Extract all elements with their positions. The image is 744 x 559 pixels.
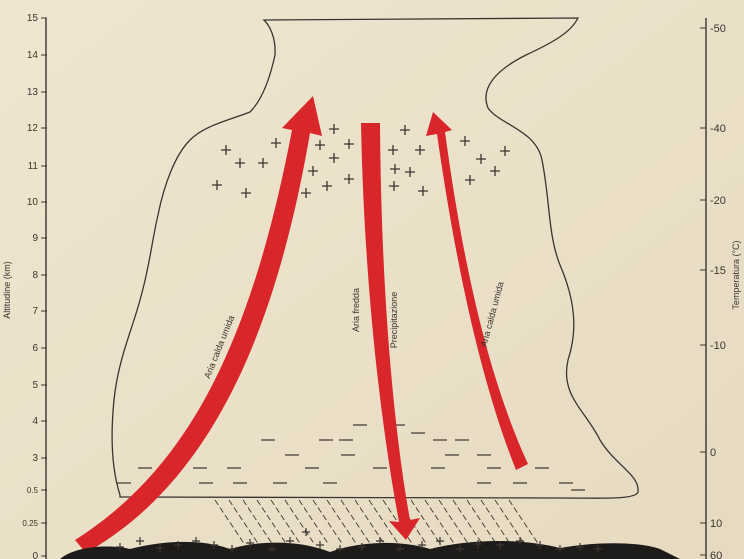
altitude-tick-label: 9 [32,233,38,244]
center-arrow-label-2: Precipitazione [389,292,399,349]
altitude-tick-label: 14 [27,50,39,61]
altitude-tick-label: 3 [32,453,38,464]
altitude-tick-label: 0.5 [27,486,39,495]
temperature-tick-label: -20 [710,195,726,207]
altitude-tick-label: 15 [27,13,39,24]
altitude-tick-label: 6 [32,343,38,354]
temperature-tick-label: 0 [710,447,716,459]
altitude-tick-label: 0.25 [22,519,38,528]
temperature-tick-label: 10 [710,518,722,530]
altitude-tick-label: 5 [32,380,38,391]
temperature-tick-label: -10 [710,340,726,352]
temperature-axis-label: Temperatura (°C) [731,240,741,309]
altitude-tick-label: 7 [32,306,38,317]
temperature-tick-label: 60 [710,550,722,559]
altitude-tick-label: 13 [27,87,39,98]
center-arrow-label: Aria fredda [351,288,361,332]
temperature-tick-label: -50 [710,23,726,35]
altitude-tick-label: 8 [32,270,38,281]
altitude-axis-label: Altitudine (km) [2,261,12,319]
altitude-tick-label: 0 [32,551,38,559]
altitude-tick-label: 12 [27,123,39,134]
altitude-tick-label: 11 [28,161,39,172]
altitude-tick-label: 10 [27,197,39,208]
temperature-tick-label: -40 [710,123,726,135]
temperature-tick-label: -15 [710,265,726,277]
altitude-tick-label: 4 [32,416,38,427]
